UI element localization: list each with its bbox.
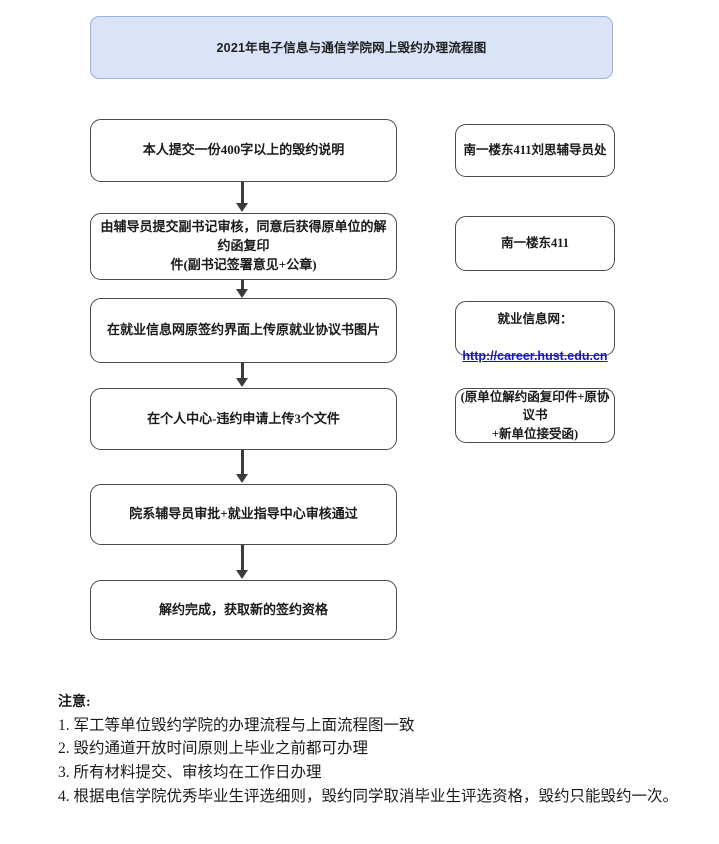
process-node-1[interactable]: 本人提交一份400字以上的毁约说明 xyxy=(90,119,397,182)
process-node-2-label: 由辅导员提交副书记审核，同意后获得原单位的解约函复印 件(副书记签署意见+公章) xyxy=(100,219,387,272)
note-item-3: 3. 所有材料提交、审核均在工作日办理 xyxy=(58,763,322,781)
notes-heading: 注意: xyxy=(58,695,91,710)
connector-line-5 xyxy=(241,545,244,571)
process-node-4[interactable]: 在个人中心-违约申请上传3个文件 xyxy=(90,388,397,450)
arrow-down-icon-4 xyxy=(236,474,248,483)
annotation-node-3[interactable]: 就业信息网： http://career.hust.edu.cn xyxy=(455,301,615,363)
connector-line-2 xyxy=(241,280,244,291)
annotation-node-1[interactable]: 南一楼东411刘思辅导员处 xyxy=(455,124,615,177)
connector-line-4 xyxy=(241,450,244,475)
arrow-down-icon-3 xyxy=(236,378,248,387)
process-node-1-label: 本人提交一份400字以上的毁约说明 xyxy=(142,142,345,158)
note-item-2: 2. 毁约通道开放时间原则上毕业之前都可办理 xyxy=(58,740,369,758)
annotation-node-3-label: 就业信息网： xyxy=(497,312,573,327)
arrow-down-icon-1 xyxy=(236,203,248,212)
connector-line-3 xyxy=(241,363,244,379)
note-item-1: 1. 军工等单位毁约学院的办理流程与上面流程图一致 xyxy=(58,716,415,734)
career-website-link[interactable]: http://career.hust.edu.cn xyxy=(462,348,608,363)
process-node-2[interactable]: 由辅导员提交副书记审核，同意后获得原单位的解约函复印 件(副书记签署意见+公章) xyxy=(90,213,397,280)
arrow-down-icon-5 xyxy=(236,570,248,579)
annotation-node-1-label: 南一楼东411刘思辅导员处 xyxy=(463,143,607,158)
flowchart-title-text: 2021年电子信息与通信学院网上毁约办理流程图 xyxy=(216,41,487,55)
annotation-node-3-content: 就业信息网： http://career.hust.edu.cn xyxy=(459,292,610,365)
connector-line-1 xyxy=(241,182,244,206)
process-node-6[interactable]: 解约完成，获取新的签约资格 xyxy=(90,580,397,640)
process-node-3[interactable]: 在就业信息网原签约界面上传原就业协议书图片 xyxy=(90,298,397,363)
arrow-down-icon-2 xyxy=(236,289,248,298)
annotation-node-4[interactable]: (原单位解约函复印件+原协议书 +新单位接受函) xyxy=(455,388,615,443)
annotation-node-2-label: 南一楼东411 xyxy=(500,236,570,251)
process-node-6-label: 解约完成，获取新的签约资格 xyxy=(158,601,328,617)
note-item-4: 4. 根据电信学院优秀毕业生评选细则，毁约同学取消毕业生评选资格，毁约只能毁约一… xyxy=(58,787,679,805)
process-node-4-label: 在个人中心-违约申请上传3个文件 xyxy=(147,410,340,426)
annotation-node-4-label: (原单位解约函复印件+原协议书 +新单位接受函) xyxy=(460,390,610,441)
notes-block: 注意: 1. 军工等单位毁约学院的办理流程与上面流程图一致 2. 毁约通道开放时… xyxy=(58,694,698,808)
process-node-5-label: 院系辅导员审批+就业指导中心审核通过 xyxy=(129,506,358,522)
annotation-node-2[interactable]: 南一楼东411 xyxy=(455,216,615,271)
process-node-3-label: 在就业信息网原签约界面上传原就业协议书图片 xyxy=(106,322,380,338)
process-node-5[interactable]: 院系辅导员审批+就业指导中心审核通过 xyxy=(90,484,397,545)
flowchart-title-banner: 2021年电子信息与通信学院网上毁约办理流程图 xyxy=(90,16,613,79)
